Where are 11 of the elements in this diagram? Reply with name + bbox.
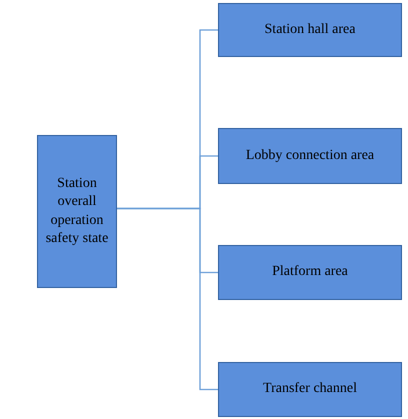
area-box xyxy=(218,245,402,300)
root-box xyxy=(37,135,117,288)
connector-line xyxy=(117,208,218,390)
box-label: Station hall area xyxy=(264,20,356,39)
box-label: Lobby connection area xyxy=(246,146,374,165)
area-box xyxy=(218,362,402,417)
box-label: Platform area xyxy=(272,263,348,282)
box-label: Transfer channel xyxy=(263,380,357,398)
area-box xyxy=(218,3,402,57)
box-label: Station overall operation safety state xyxy=(44,175,110,248)
area-box xyxy=(218,128,402,184)
